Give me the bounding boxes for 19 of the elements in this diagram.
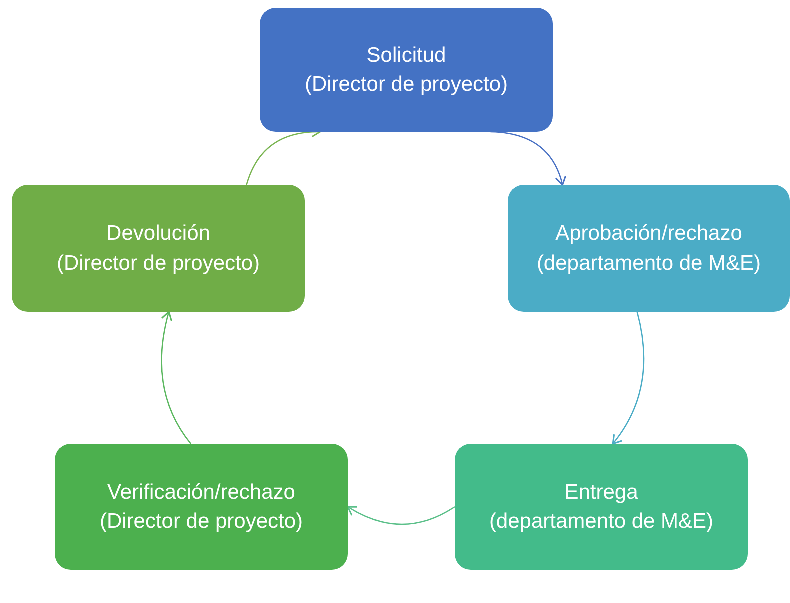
curved-arrow bbox=[612, 312, 645, 445]
process-box bbox=[260, 8, 553, 132]
process-box bbox=[12, 185, 305, 312]
process-box bbox=[508, 185, 790, 312]
step-title: Verificación/rechazo bbox=[108, 480, 296, 506]
step-role: (Director de proyecto) bbox=[100, 509, 304, 535]
step-title: Devolución bbox=[106, 221, 210, 248]
step-title: Solicitud bbox=[366, 42, 446, 69]
step-role: (Director de proyecto) bbox=[56, 250, 260, 276]
step-role: (departamento de M&E) bbox=[489, 509, 714, 535]
step-role: (Director de proyecto) bbox=[304, 72, 508, 98]
step-title: Aprobación/rechazo bbox=[556, 221, 742, 248]
curved-arrow bbox=[490, 131, 566, 186]
process-box bbox=[55, 444, 348, 570]
process-box bbox=[455, 444, 748, 570]
step-title: Entrega bbox=[564, 480, 638, 506]
curved-arrow bbox=[161, 311, 192, 444]
step-role: (departamento de M&E) bbox=[536, 250, 762, 276]
curved-arrow bbox=[347, 506, 456, 526]
